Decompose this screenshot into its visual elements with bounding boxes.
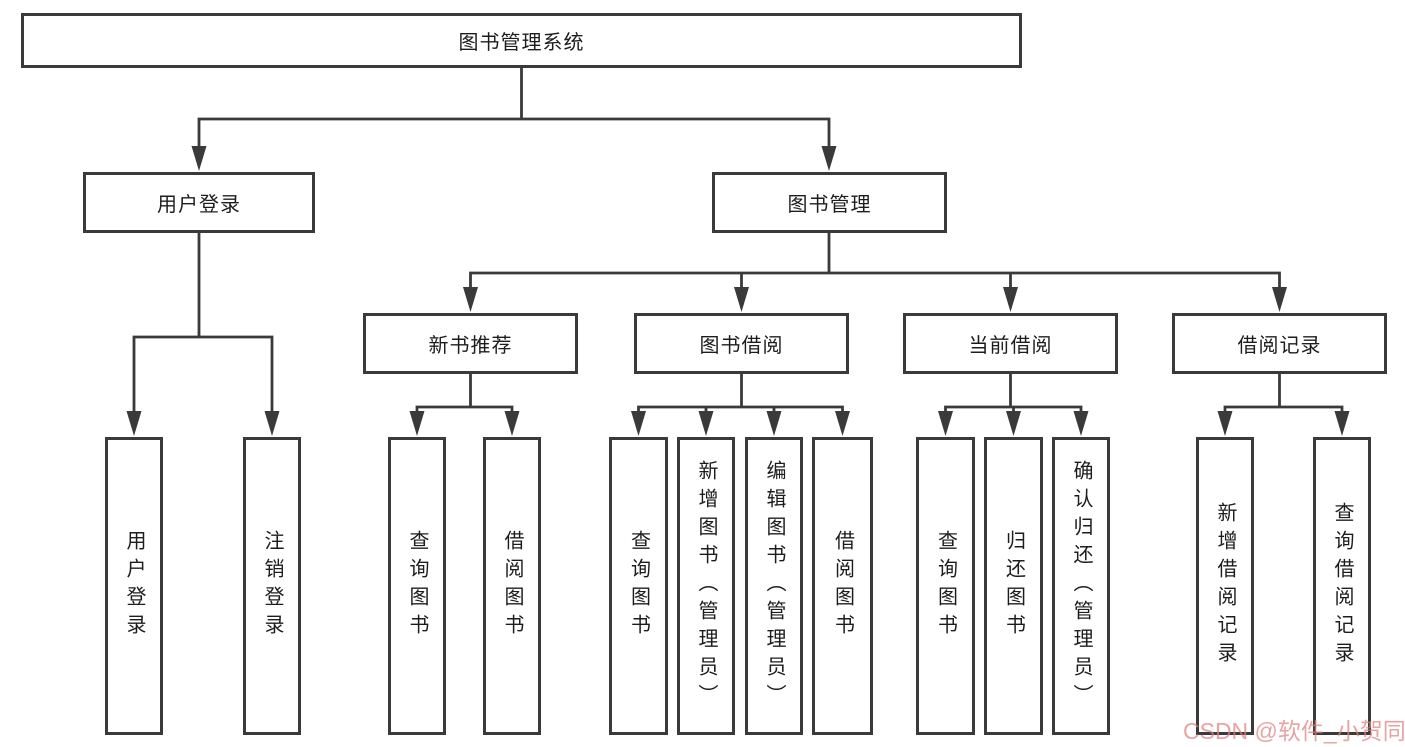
node-borrowing-records: 借阅记录 bbox=[1172, 313, 1387, 374]
node-label: 注销登录 bbox=[261, 530, 283, 642]
leaf-add-borrow-record: 新增借阅记录 bbox=[1196, 437, 1254, 735]
arrow-head bbox=[1006, 411, 1021, 436]
arrow-head bbox=[631, 411, 646, 436]
node-label: 图书管理 bbox=[787, 194, 872, 216]
node-label: 新增借阅记录 bbox=[1214, 502, 1236, 670]
leaf-query-books-recommend: 查询图书 bbox=[388, 437, 446, 735]
arrow-head bbox=[504, 411, 520, 436]
connector-lines bbox=[132, 68, 1344, 413]
arrow-head bbox=[1334, 411, 1350, 436]
node-label: 借阅图书 bbox=[831, 530, 854, 642]
leaf-edit-book-admin: 编辑图书（管理员） bbox=[745, 437, 803, 735]
arrow-head bbox=[766, 411, 782, 436]
node-book-management: 图书管理 bbox=[712, 172, 947, 233]
node-label: 新增图书（管理员） bbox=[695, 460, 717, 712]
leaf-query-books-current: 查询图书 bbox=[916, 437, 975, 735]
node-book-borrowing: 图书借阅 bbox=[634, 313, 849, 374]
arrow-head bbox=[1003, 287, 1018, 312]
leaf-add-book-admin: 新增图书（管理员） bbox=[677, 437, 735, 735]
arrow-head bbox=[698, 411, 714, 436]
watermark: CSDN @软件_小贺同学 bbox=[1183, 718, 1405, 744]
node-new-book-recommend: 新书推荐 bbox=[363, 313, 578, 374]
arrow-head bbox=[463, 287, 478, 312]
node-label: 图书管理系统 bbox=[458, 32, 585, 54]
leaf-borrow-books-recommend: 借阅图书 bbox=[483, 437, 541, 735]
arrow-head bbox=[734, 287, 749, 312]
node-label: 新书推荐 bbox=[428, 335, 513, 357]
arrow-head bbox=[835, 411, 850, 436]
node-current-borrowing: 当前借阅 bbox=[903, 313, 1118, 374]
node-label: 归还图书 bbox=[1002, 530, 1025, 642]
leaf-user-login: 用户登录 bbox=[105, 437, 163, 735]
arrow-head bbox=[938, 411, 953, 436]
leaf-confirm-return-admin: 确认归还（管理员） bbox=[1052, 437, 1110, 735]
arrow-head bbox=[126, 411, 142, 436]
node-label: 确认归还（管理员） bbox=[1070, 460, 1092, 712]
node-label: 用户登录 bbox=[157, 194, 241, 216]
node-label: 借阅记录 bbox=[1237, 335, 1322, 357]
node-label: 查询图书 bbox=[627, 530, 650, 642]
arrow-head bbox=[1073, 411, 1089, 436]
arrow-head bbox=[1272, 287, 1287, 312]
node-library-management-system: 图书管理系统 bbox=[21, 13, 1022, 68]
leaf-borrow-books: 借阅图书 bbox=[812, 437, 873, 735]
leaf-query-borrow-record: 查询借阅记录 bbox=[1313, 437, 1371, 735]
leaf-return-book: 归还图书 bbox=[984, 437, 1043, 735]
node-label: 编辑图书（管理员） bbox=[763, 460, 785, 712]
arrow-head bbox=[409, 411, 425, 436]
node-label: 查询图书 bbox=[934, 530, 957, 642]
arrow-head bbox=[821, 146, 837, 171]
node-label: 用户登录 bbox=[123, 530, 145, 642]
node-label: 借阅图书 bbox=[501, 530, 523, 642]
node-label: 查询借阅记录 bbox=[1331, 502, 1353, 670]
arrow-head bbox=[1217, 411, 1233, 436]
arrow-head bbox=[191, 146, 207, 171]
node-label: 查询图书 bbox=[406, 530, 428, 642]
leaf-logout: 注销登录 bbox=[243, 437, 301, 735]
arrow-head bbox=[264, 411, 280, 436]
node-label: 图书借阅 bbox=[699, 335, 784, 357]
node-user-login: 用户登录 bbox=[83, 172, 315, 233]
node-label: 当前借阅 bbox=[968, 335, 1053, 357]
leaf-query-books-borrow: 查询图书 bbox=[609, 437, 668, 735]
